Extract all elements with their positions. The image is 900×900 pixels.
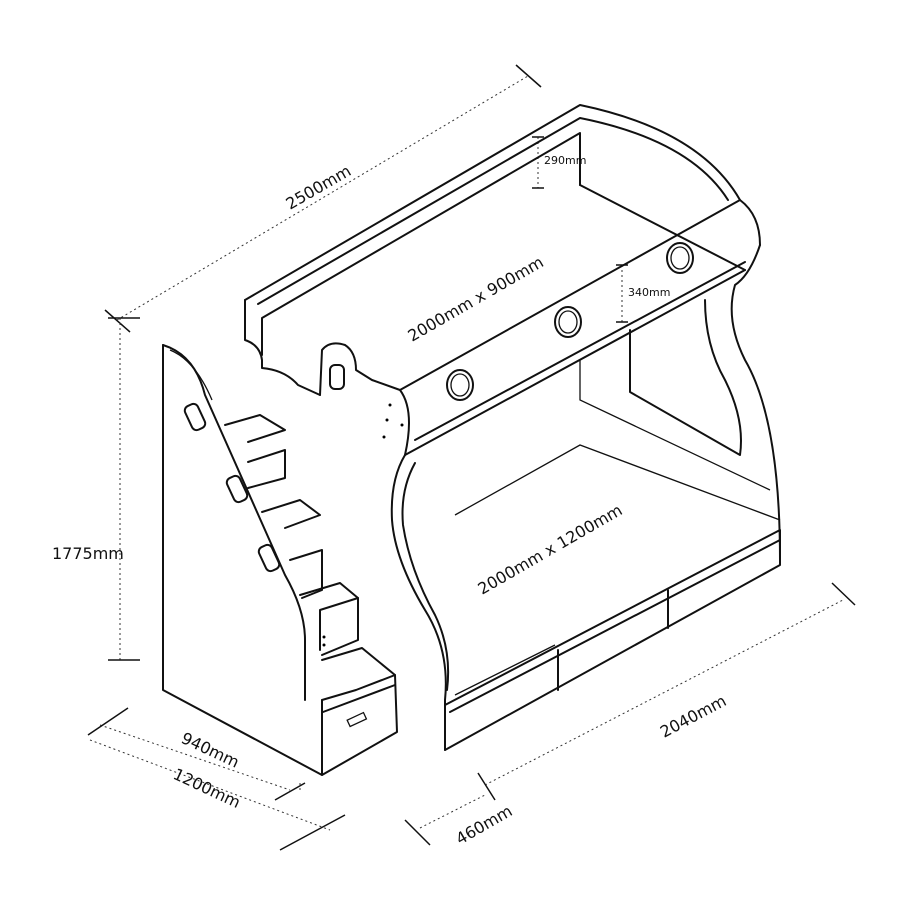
overall-length-label: 2500mm — [283, 161, 355, 213]
overall-height-label: 1775mm — [52, 544, 124, 563]
top-rail-height-label: 290mm — [544, 154, 586, 167]
front-rail-height-label: 340mm — [628, 286, 670, 299]
bed-outline — [162, 104, 781, 776]
drawer-depth-label: 460mm — [453, 801, 516, 848]
bolt-dots — [322, 403, 404, 647]
depth-top-label: 940mm — [178, 728, 242, 771]
top-mattress-label: 2000mm x 900mm — [405, 252, 547, 345]
depth-total-label: 1200mm — [170, 764, 243, 812]
bottom-mattress-label: 2000mm x 1200mm — [475, 500, 626, 598]
drawer-length-label: 2040mm — [657, 691, 729, 742]
dimension-lines — [87, 64, 856, 851]
